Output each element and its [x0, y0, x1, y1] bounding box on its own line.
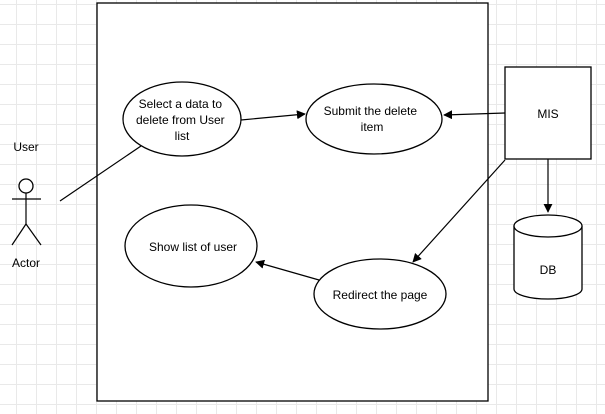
use-case-redirect-label: Redirect the page: [333, 288, 428, 302]
use-case-select-data: [122, 81, 242, 157]
redirect-to-show-arrow: [255, 259, 320, 281]
database-cylinder-icon: [513, 214, 583, 300]
use-case-show-list: [124, 204, 258, 288]
db-label: DB: [540, 263, 557, 277]
use-case-show-list-label: Show list of user: [149, 240, 237, 254]
mis-label: MIS: [537, 107, 558, 121]
actor-type-label: Actor: [12, 256, 40, 270]
use-case-redirect: [313, 258, 447, 330]
use-case-select-data-label: Select a data to delete from User list: [136, 97, 228, 143]
use-case-submit-delete: [305, 83, 443, 155]
mis-to-submit-arrow: [443, 110, 506, 120]
use-case-submit-delete-label: Submit the delete item: [324, 104, 421, 134]
actor-to-select-association: [59, 145, 142, 202]
mis-system-box: [504, 66, 592, 160]
system-boundary: [96, 2, 489, 402]
actor-user-label: User: [13, 140, 38, 154]
select-to-submit-arrow: [240, 110, 306, 121]
actor-stick-figure-icon: [11, 178, 42, 246]
mis-to-redirect-arrow: [412, 159, 506, 263]
